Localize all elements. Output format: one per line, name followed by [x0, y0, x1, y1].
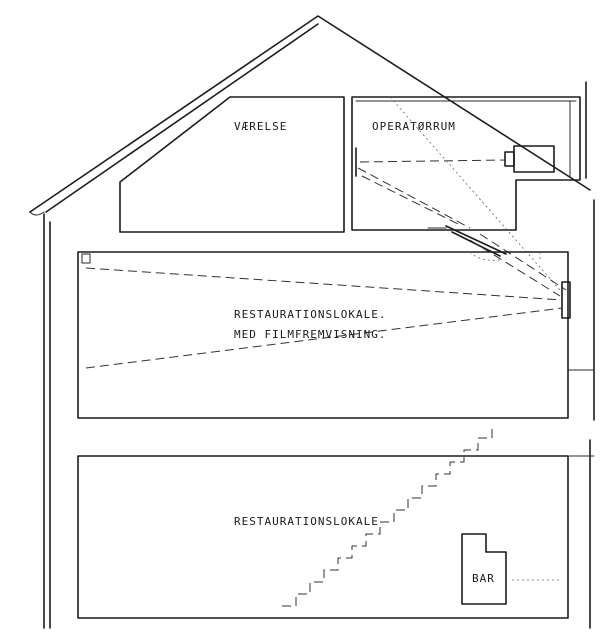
projection-shaft [427, 225, 567, 297]
room-label-restaurant: RESTAURATIONSLOKALE [234, 515, 379, 528]
room-restaurant: RESTAURATIONSLOKALE BAR [77, 455, 569, 619]
projector [513, 145, 555, 173]
adjacent-structure [567, 369, 595, 457]
room-label-vaerelse: VÆRELSE [234, 120, 287, 133]
roof [29, 15, 591, 216]
staircase [282, 426, 493, 607]
room-label-operatorrum: OPERATØRRUM [372, 120, 456, 133]
room-label-restaurant-film-2: MED FILMFREMVISNING. [234, 328, 386, 341]
room-label-bar: BAR [472, 572, 495, 585]
room-vaerelse: VÆRELSE [119, 96, 345, 233]
room-operatorrum: OPERATØRRUM [351, 96, 581, 291]
exterior-walls [43, 81, 595, 629]
room-restaurant-film: RESTAURATIONSLOKALE. MED FILMFREMVISNING… [77, 251, 571, 419]
bar-counter [461, 533, 507, 605]
room-label-restaurant-film-1: RESTAURATIONSLOKALE. [234, 308, 386, 321]
